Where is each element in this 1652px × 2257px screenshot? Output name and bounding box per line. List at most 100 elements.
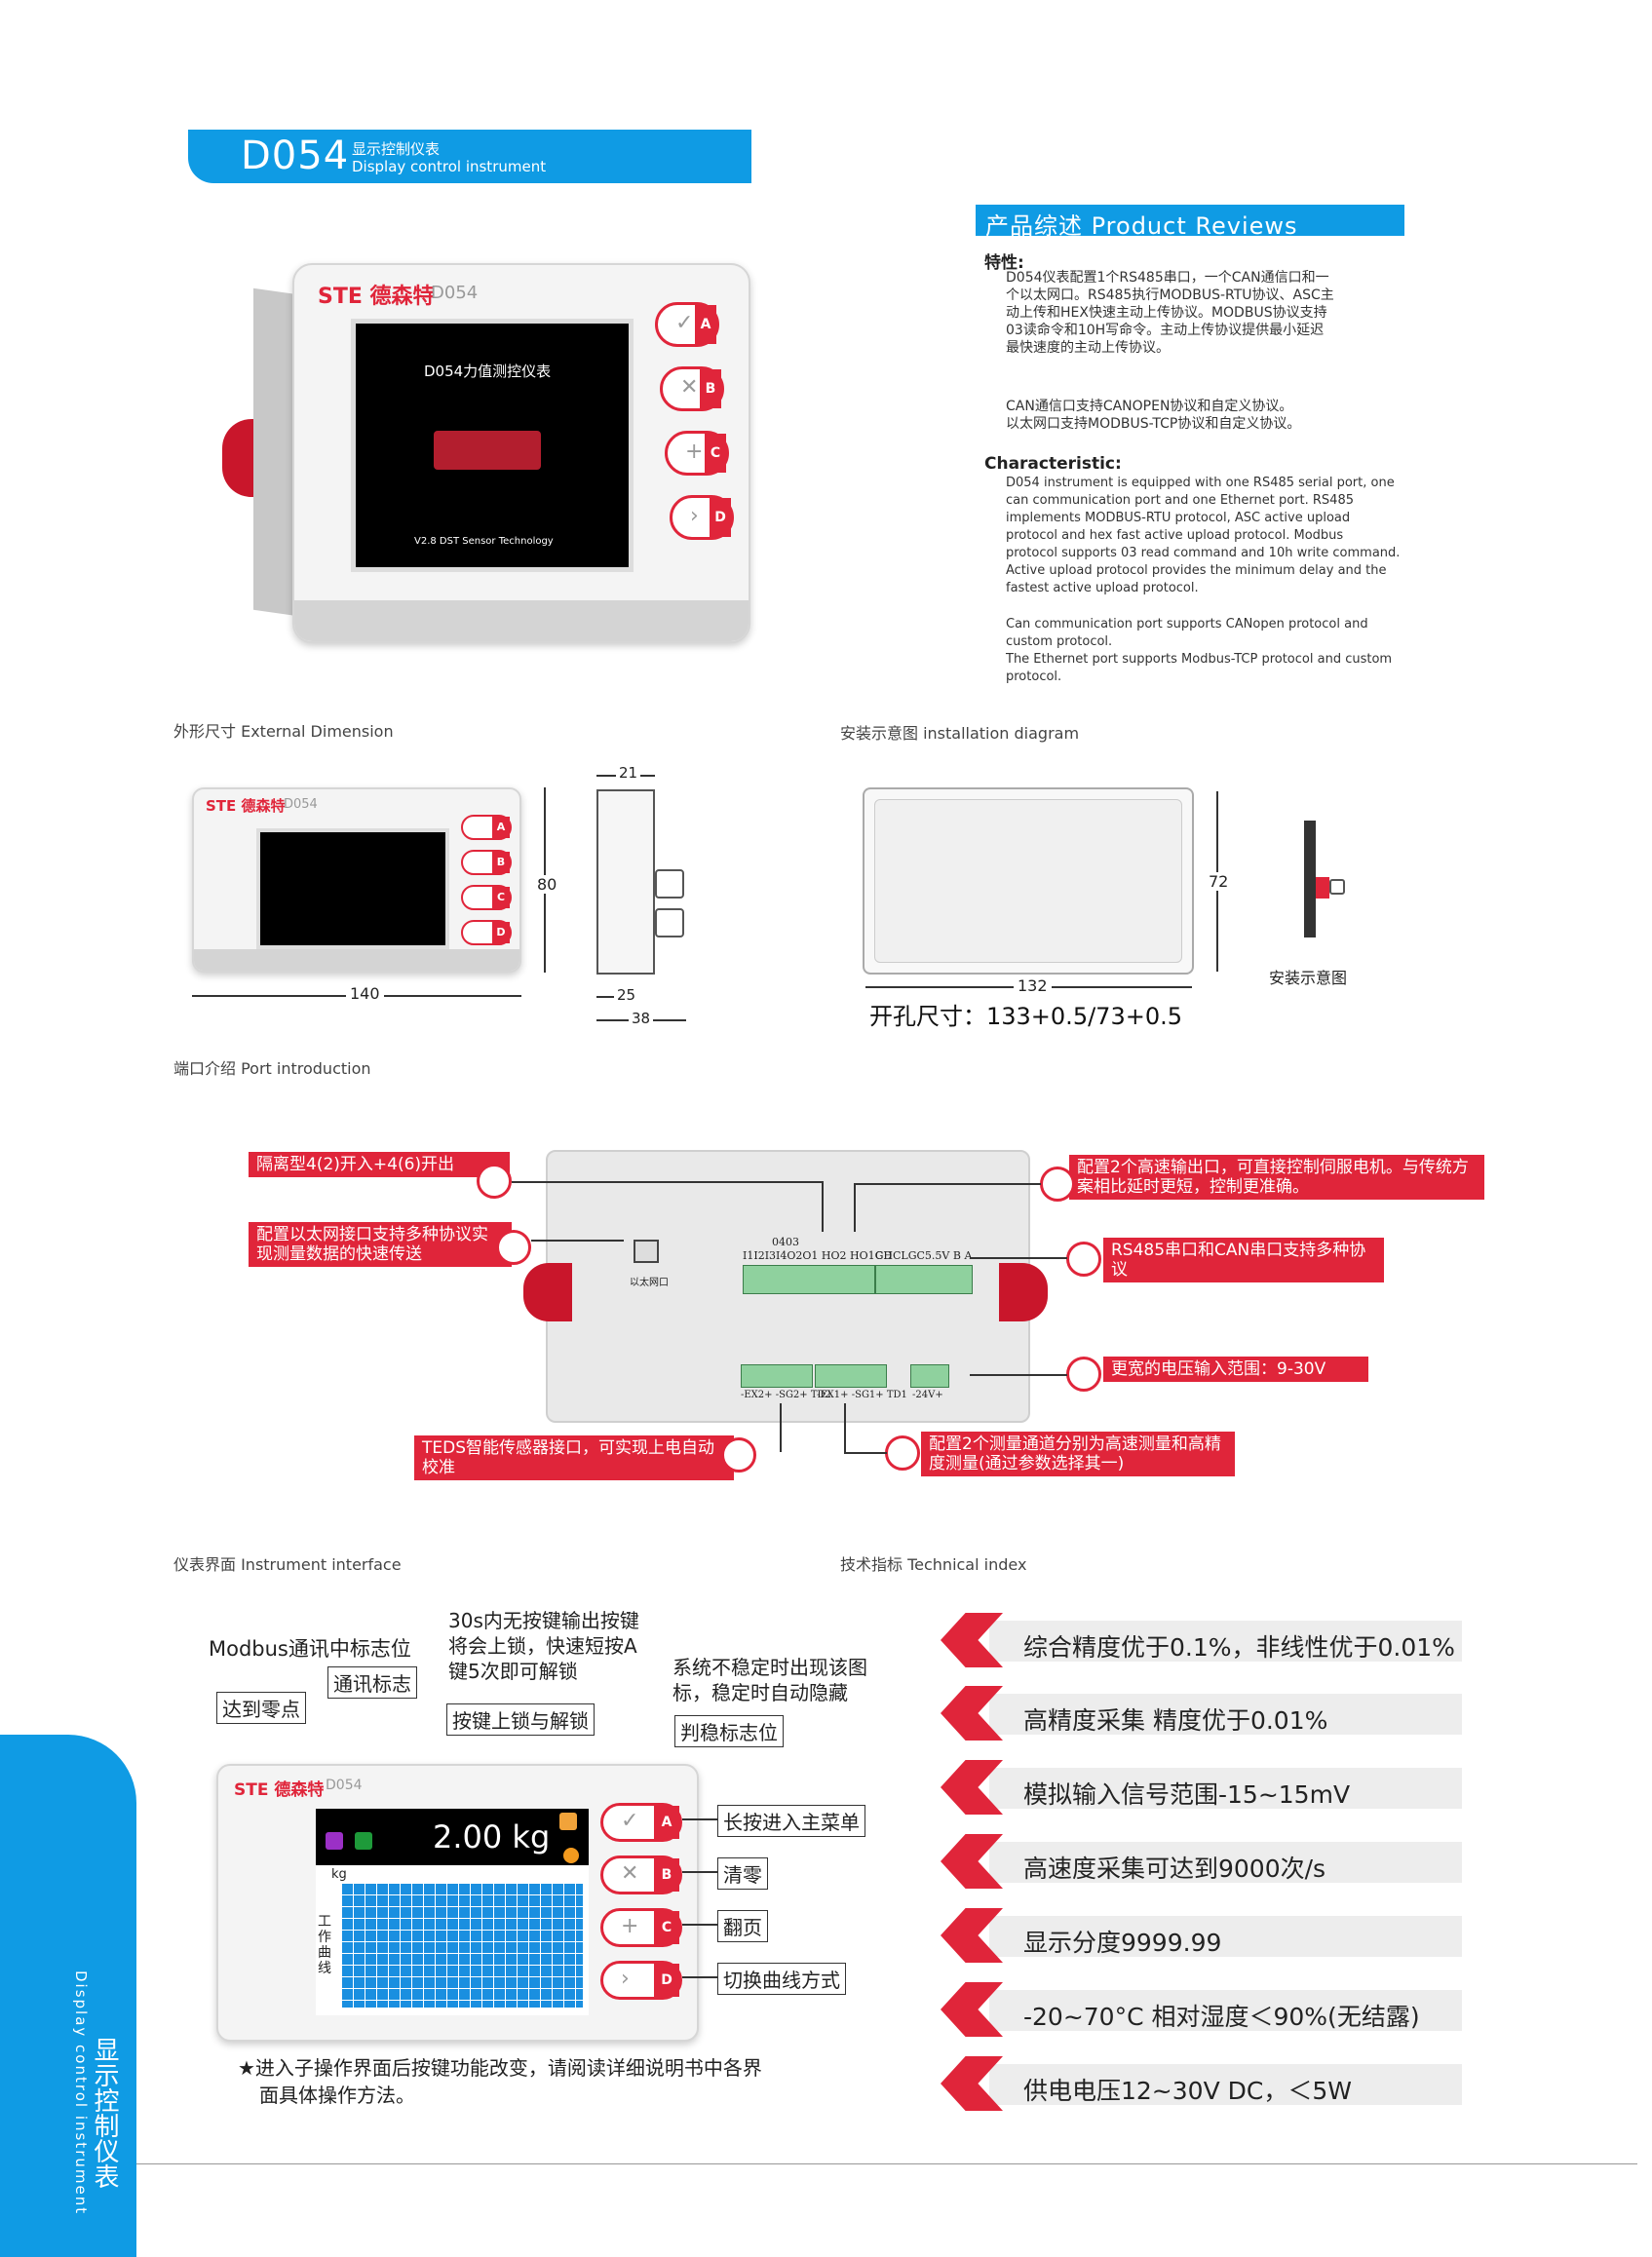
port-note-7-dot — [885, 1435, 920, 1471]
tech-item-1: 综合精度优于0.1%，非线性优于0.01% — [936, 1613, 1462, 1667]
port-note-2: 配置以太网接口支持多种协议实现测量数据的快速传送 — [249, 1222, 512, 1267]
port-note-3: 配置2个高速输出口，可直接控制伺服电机。与传统方案相比延时更短，控制更准确。 — [1069, 1155, 1484, 1200]
comm-flag-box: 通讯标志 — [327, 1666, 417, 1699]
install-caption: 安装示意图 — [1269, 969, 1348, 987]
ch2-terminal-block — [741, 1364, 813, 1388]
screen-logo — [434, 431, 541, 470]
if-key-a: ✓A — [600, 1803, 682, 1842]
reviews-title-bar: 产品综述 Product Reviews — [976, 205, 1404, 240]
weight-value: 2.00 kg — [433, 1818, 551, 1855]
graph-grid — [341, 1883, 583, 2008]
can-terminal-block — [875, 1265, 973, 1294]
dim-key-b: B — [461, 850, 512, 875]
modbus-text: Modbus通讯中标志位 — [209, 1637, 411, 1661]
key-c-desc: 翻页 — [717, 1910, 768, 1942]
dimension-label: 外形尺寸 External Dimension — [173, 722, 394, 741]
feature-head: 特性: — [984, 253, 1024, 273]
power-terminal-block — [910, 1364, 949, 1388]
comm-icon — [355, 1832, 372, 1850]
port-note-3-dot — [1040, 1167, 1075, 1202]
tech-label: 技术指标 Technical index — [840, 1555, 1027, 1574]
reviews-title: 产品综述 Product Reviews — [985, 212, 1298, 240]
tech-item-6: -20~70°C 相对湿度＜90%(无结露) — [936, 1982, 1462, 2037]
dim-depth-b: 38 — [629, 1010, 654, 1027]
io-terminal-block — [743, 1265, 875, 1294]
feature-p1: D054仪表配置1个RS485串口，一个CAN通信口和一个以太网口。RS485执… — [1006, 270, 1334, 356]
install-cutout-size: 开孔尺寸：133+0.5/73+0.5 — [869, 1003, 1182, 1030]
port-note-4-dot — [1066, 1242, 1101, 1277]
ethernet-port-label: 以太网口 — [630, 1278, 669, 1288]
key-a-desc: 长按进入主菜单 — [717, 1805, 865, 1837]
port-note-6: TEDS智能传感器接口，可实现上电自动校准 — [414, 1435, 734, 1480]
tech-item-4: 高速度采集可达到9000次/s — [936, 1834, 1462, 1889]
graph-axis-label: 工作曲线 — [318, 1914, 331, 1976]
photo-key-c: +C — [665, 431, 729, 476]
if-key-d: ›D — [600, 1961, 682, 2000]
install-label: 安装示意图 installation diagram — [840, 724, 1080, 743]
dim-depth-top: 21 — [616, 764, 641, 782]
dim-width: 140 — [346, 984, 384, 1003]
key-d-desc: 切换曲线方式 — [717, 1963, 846, 1995]
dim-side — [596, 789, 655, 975]
if-screen: 2.00 kg kg 工作曲线 — [316, 1809, 589, 2015]
port-note-2-dot — [496, 1230, 531, 1265]
dim-key-c: C — [461, 885, 512, 910]
port-note-4: RS485串口和CAN串口支持多种协议 — [1103, 1238, 1384, 1282]
panel-ear-left — [523, 1263, 572, 1321]
zero-box: 达到零点 — [216, 1692, 306, 1724]
interface-device: STE 德森特 D054 2.00 kg kg 工作曲线 ✓A ✕B +C ›D — [216, 1764, 699, 2042]
port-note-1: 隔离型4(2)开入+4(6)开出 — [249, 1152, 510, 1177]
stable-text: 系统不稳定时出现该图标，稳定时自动隐藏 — [672, 1656, 867, 1704]
ports-label: 端口介绍 Port introduction — [173, 1059, 371, 1078]
dim-model: D054 — [284, 797, 318, 812]
port-note-5-dot — [1066, 1357, 1101, 1392]
tech-item-2: 高精度采集 精度优于0.01% — [936, 1686, 1462, 1741]
tech-item-5: 显示分度9999.99 — [936, 1908, 1462, 1963]
port-note-7: 配置2个测量通道分别为高速测量和高精度测量(通过参数选择其一) — [921, 1432, 1235, 1476]
if-brand: STE 德森特 — [234, 1780, 325, 1800]
title-cn: 显示控制仪表 — [352, 140, 441, 158]
brand-logo: STE 德森特 — [318, 285, 435, 309]
dim-key-a: A — [461, 815, 512, 840]
side-tab-en: Display control instrument — [72, 1970, 90, 2216]
char-p2: Can communication port supports CANopen … — [1006, 617, 1393, 684]
power-label: -24V+ — [912, 1390, 943, 1400]
install-side-icon — [1304, 821, 1316, 937]
device-photo: STE 德森特 D054 D054力值测控仪表 V2.8 DST Sensor … — [222, 263, 760, 653]
top-port-label: 0403 — [772, 1236, 799, 1248]
lock-icon — [559, 1813, 577, 1830]
photo-key-a: ✓A — [655, 302, 719, 347]
dim-height: 80 — [537, 875, 557, 894]
interface-note: ★进入子操作界面后按键功能改变，请阅读详细说明书中各界面具体操作方法。 — [238, 2056, 762, 2107]
title-en: Display control instrument — [352, 158, 547, 175]
port-note-6-dot — [721, 1437, 756, 1473]
install-width: 132 — [1014, 976, 1052, 995]
feature-p2: CAN通信口支持CANOPEN协议和自定义协议。以太网口支持MODBUS-TCP… — [1006, 399, 1301, 432]
lock-box: 按键上锁与解锁 — [446, 1703, 595, 1736]
tech-item-7: 供电电压12~30V DC，＜5W — [936, 2056, 1462, 2111]
port-panel: 以太网口 0403 I1I2I3I4O2O1 HO2 HO1GD CHCLGC5… — [546, 1150, 1030, 1423]
side-tab: 显示控制仪表 Display control instrument — [0, 1735, 136, 2257]
screen-title: D054力值测控仪表 — [424, 363, 552, 380]
key-b-desc: 清零 — [717, 1857, 768, 1890]
zero-icon — [326, 1832, 343, 1850]
photo-key-b: ✕B — [660, 366, 724, 411]
dim-depth-a: 25 — [614, 986, 639, 1004]
port-note-1-dot — [477, 1164, 512, 1199]
graph-unit: kg — [331, 1867, 347, 1882]
dim-key-d: D — [461, 920, 512, 945]
photo-key-d: ›D — [670, 495, 734, 540]
stable-box: 判稳标志位 — [674, 1715, 784, 1747]
dimension-front: STE 德森特 D054 A B C D — [192, 787, 521, 973]
page-header: D054 显示控制仪表 Display control instrument — [188, 130, 751, 183]
device-screen: D054力值测控仪表 V2.8 DST Sensor Technology — [351, 319, 634, 572]
interface-label: 仪表界面 Instrument interface — [173, 1555, 402, 1574]
dim-screen — [256, 828, 449, 949]
side-tab-cn: 显示控制仪表 — [90, 2037, 119, 2189]
tech-item-3: 模拟输入信号范围-15~15mV — [936, 1760, 1462, 1815]
if-key-b: ✕B — [600, 1855, 682, 1894]
install-cutout — [863, 787, 1194, 975]
can-terminal-label: CHCLGC5.5V B A — [875, 1249, 973, 1262]
stable-icon — [563, 1848, 579, 1863]
